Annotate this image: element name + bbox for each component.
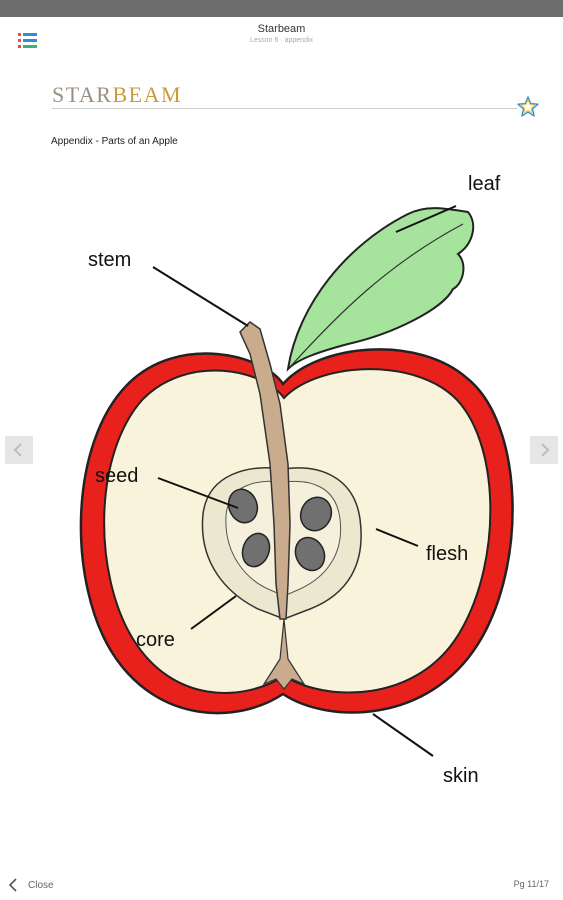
stem-pointer — [152, 266, 249, 327]
chevron-left-icon — [8, 878, 17, 892]
chevron-left-icon — [13, 443, 22, 457]
logo-text-beam: BEAM — [112, 82, 183, 107]
app-title: Starbeam — [257, 23, 306, 35]
star-bookmark-icon — [517, 96, 539, 117]
skin-pointer — [372, 713, 434, 757]
lesson-subtitle: Lesson 6 · appendix — [249, 37, 314, 44]
label-seed: seed — [95, 465, 138, 487]
title-block: Starbeam Lesson 6 · appendix — [0, 22, 563, 46]
bookmark-button[interactable] — [516, 95, 540, 119]
top-app-bar: Starbeam Lesson 6 · appendix — [0, 17, 563, 57]
seed — [227, 488, 259, 524]
apple-bottom — [262, 618, 306, 690]
table-of-contents-button[interactable] — [18, 33, 40, 51]
starbeam-logo: STARBEAM — [52, 82, 182, 108]
bottom-bar: Close Pg 11/17 — [0, 867, 563, 900]
next-page-button[interactable] — [530, 436, 558, 464]
apple-stem — [239, 321, 291, 620]
close-label: Close — [28, 879, 54, 891]
page-heading: Appendix - Parts of an Apple — [51, 136, 178, 147]
label-stem: stem — [88, 249, 131, 271]
label-flesh: flesh — [426, 543, 468, 565]
label-skin: skin — [443, 765, 479, 787]
previous-page-button[interactable] — [5, 436, 33, 464]
flesh-pointer — [375, 528, 419, 547]
list-icon — [18, 33, 37, 48]
page-indicator: Pg 11/17 — [513, 879, 549, 889]
seed — [294, 536, 326, 572]
leaf-pointer — [395, 205, 457, 233]
seed-pointer — [157, 477, 239, 509]
close-button[interactable]: Close — [8, 877, 54, 893]
core-pointer — [190, 595, 237, 630]
seed — [299, 496, 333, 532]
label-core: core — [136, 629, 175, 651]
header-divider — [52, 108, 517, 109]
chevron-right-icon — [541, 443, 550, 457]
seed — [241, 532, 271, 568]
leaf-midrib — [289, 223, 464, 368]
apple-leaf — [286, 207, 475, 372]
apple-diagram: leaf stem seed flesh core skin — [79, 173, 514, 787]
status-bar — [0, 0, 563, 17]
label-leaf: leaf — [468, 173, 501, 195]
logo-text-star: STAR — [52, 82, 113, 107]
